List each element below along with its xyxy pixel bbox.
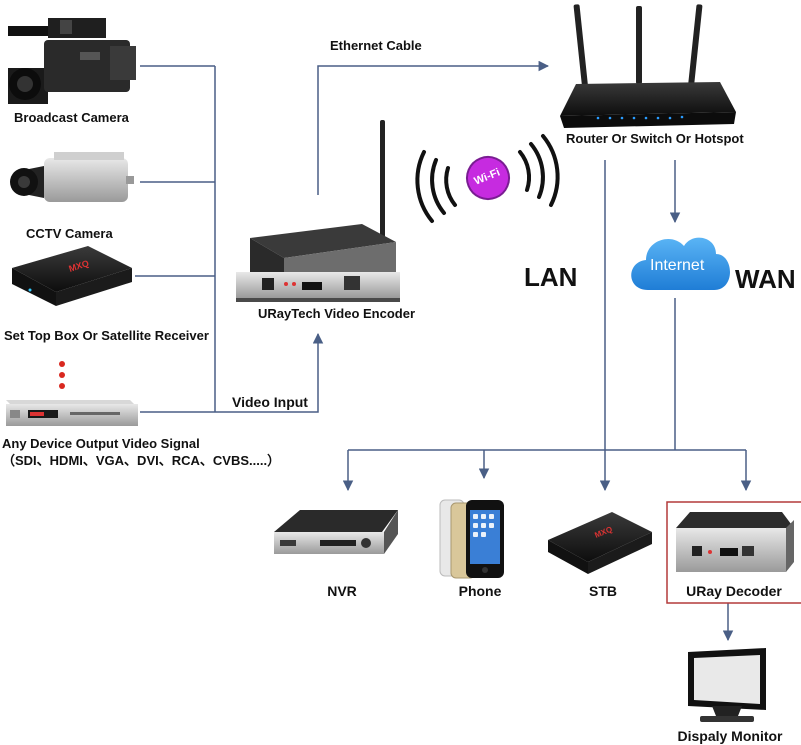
stb-label: STB bbox=[589, 583, 617, 599]
any-device-label-line1: Any Device Output Video Signal bbox=[2, 436, 200, 451]
lan-label: LAN bbox=[524, 262, 578, 292]
video-device-icon bbox=[6, 400, 138, 426]
any-device-label-line2: （SDI、HDMI、VGA、DVI、RCA、CVBS.....） bbox=[2, 453, 281, 468]
cctv-camera-label: CCTV Camera bbox=[26, 226, 113, 241]
ethernet-cable-label: Ethernet Cable bbox=[330, 38, 422, 53]
router-label: Router Or Switch Or Hotspot bbox=[566, 131, 744, 146]
video-input-label: Video Input bbox=[232, 394, 308, 410]
internet-label: Internet bbox=[650, 257, 705, 274]
wifi-signal-icon bbox=[415, 134, 560, 223]
broadcast-camera-label: Broadcast Camera bbox=[14, 110, 129, 125]
display-monitor-icon bbox=[688, 648, 766, 722]
phone-label: Phone bbox=[458, 583, 502, 599]
nvr-label: NVR bbox=[327, 583, 357, 599]
connector-lines bbox=[135, 60, 752, 642]
phone-icon bbox=[439, 499, 504, 579]
monitor-label: Dispaly Monitor bbox=[677, 728, 783, 744]
decoder-label: URay Decoder bbox=[686, 583, 782, 599]
set-top-box-label: Set Top Box Or Satellite Receiver bbox=[4, 328, 209, 343]
decoder-highlight-box bbox=[666, 501, 801, 604]
wan-label: WAN bbox=[735, 264, 796, 294]
stb-icon: MXQ bbox=[548, 512, 652, 574]
cctv-camera-icon bbox=[10, 152, 134, 202]
ellipsis-dots bbox=[59, 361, 65, 389]
encoder-label: URayTech Video Encoder bbox=[258, 306, 416, 321]
broadcast-camera-icon bbox=[8, 18, 136, 104]
router-icon bbox=[560, 4, 736, 128]
decoder-device-icon bbox=[676, 512, 794, 572]
set-top-box-icon: MXQ bbox=[12, 246, 132, 306]
encoder-device-icon bbox=[236, 120, 400, 302]
internet-cloud-icon bbox=[631, 237, 730, 290]
nvr-icon bbox=[274, 510, 398, 554]
